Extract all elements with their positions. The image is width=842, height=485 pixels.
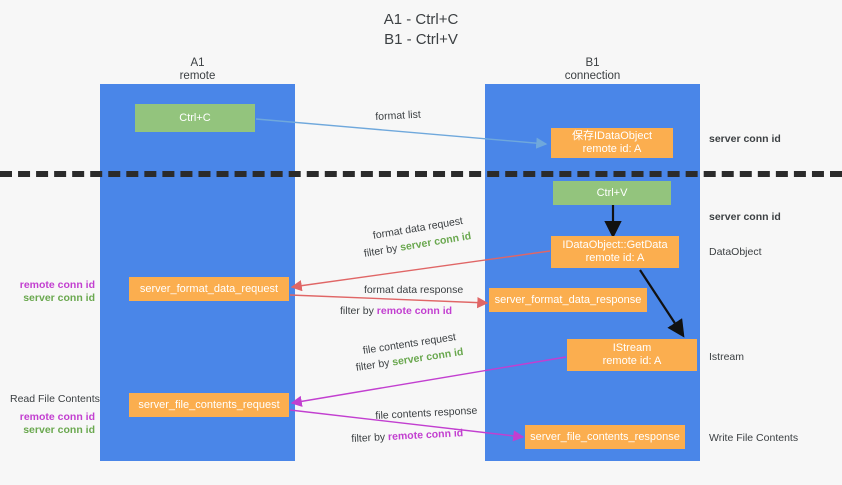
lane-header-a1: A1 remote: [100, 57, 295, 83]
title-line-1: A1 - Ctrl+C: [383, 11, 459, 28]
node-idataobject-getdata[interactable]: IDataObject::GetData remote id: A: [551, 236, 679, 268]
node-ctrl-v-label: Ctrl+V: [596, 186, 628, 199]
annotation-remote-conn-id-2: remote conn id: [19, 411, 95, 423]
lane-a1-sub: remote: [179, 70, 216, 82]
node-server-format-data-request-label: server_format_data_request: [139, 282, 279, 295]
node-server-format-data-response-label: server_format_data_response: [494, 293, 642, 306]
title-line-2: B1 - Ctrl+V: [384, 31, 458, 48]
node-server-file-contents-response[interactable]: server_file_contents_response: [525, 425, 685, 449]
node-server-file-contents-request-label: server_file_contents_request: [138, 398, 280, 411]
annotation-server-conn-id-second: server conn id: [709, 211, 781, 223]
edge-label-format-data-response: format data response: [364, 284, 464, 296]
filter-prefix: filter by: [340, 305, 377, 317]
lane-header-b1: B1 connection: [485, 57, 700, 83]
node-server-format-data-response[interactable]: server_format_data_response: [489, 288, 647, 312]
node-server-file-contents-request[interactable]: server_file_contents_request: [129, 393, 289, 417]
node-save-idataobject-line2: remote id: A: [582, 143, 642, 155]
node-server-file-contents-response-label: server_file_contents_response: [530, 430, 680, 443]
annotation-server-conn-id-1: server conn id: [23, 292, 95, 304]
filter-value-remote-conn-id: remote conn id: [387, 427, 464, 444]
annotation-conn-id-group-top: remote conn id server conn id: [10, 279, 95, 305]
node-getdata-line2: remote id: A: [585, 252, 645, 264]
filter-prefix: filter by: [351, 431, 389, 445]
lane-a1-name: A1: [190, 57, 205, 69]
filter-prefix: filter by: [363, 241, 402, 260]
annotation-remote-conn-id-1: remote conn id: [19, 279, 95, 291]
node-ctrl-c[interactable]: Ctrl+C: [135, 104, 255, 132]
node-ctrl-v[interactable]: Ctrl+V: [553, 181, 671, 205]
lane-b1-sub: connection: [564, 70, 621, 82]
node-server-format-data-request[interactable]: server_format_data_request: [129, 277, 289, 301]
phase-separator-dashed-line: [0, 171, 842, 177]
filter-value-remote-conn-id: remote conn id: [376, 305, 453, 317]
node-istream[interactable]: IStream remote id: A: [567, 339, 697, 371]
node-istream-line2: remote id: A: [602, 355, 662, 367]
lane-b1-name: B1: [585, 57, 600, 69]
annotation-server-conn-id-top: server conn id: [709, 133, 781, 145]
node-save-idataobject[interactable]: 保存IDataObject remote id: A: [551, 128, 673, 158]
annotation-write-file-contents: Write File Contents: [709, 432, 799, 444]
node-ctrl-c-label: Ctrl+C: [179, 111, 211, 124]
annotation-conn-id-group-bottom: remote conn id server conn id: [10, 411, 95, 437]
filter-prefix: filter by: [355, 356, 394, 374]
annotation-istream: Istream: [709, 351, 745, 363]
edge-label-file-contents-response: file contents response: [375, 404, 478, 422]
annotation-read-file-contents: Read File Contents: [10, 393, 100, 405]
annotation-server-conn-id-2: server conn id: [23, 424, 95, 436]
edge-label-format-list: format list: [375, 108, 422, 123]
edge-label-format-data-response-filter: filter by remote conn id: [340, 305, 452, 317]
node-istream-line1: IStream: [612, 342, 652, 354]
node-save-idataobject-line1: 保存IDataObject: [571, 130, 653, 142]
annotation-dataobject: DataObject: [709, 246, 762, 258]
edge-label-file-contents-response-filter: filter by remote conn id: [351, 427, 464, 445]
diagram-title: A1 - Ctrl+C B1 - Ctrl+V: [0, 10, 842, 50]
node-getdata-line1: IDataObject::GetData: [562, 239, 668, 251]
